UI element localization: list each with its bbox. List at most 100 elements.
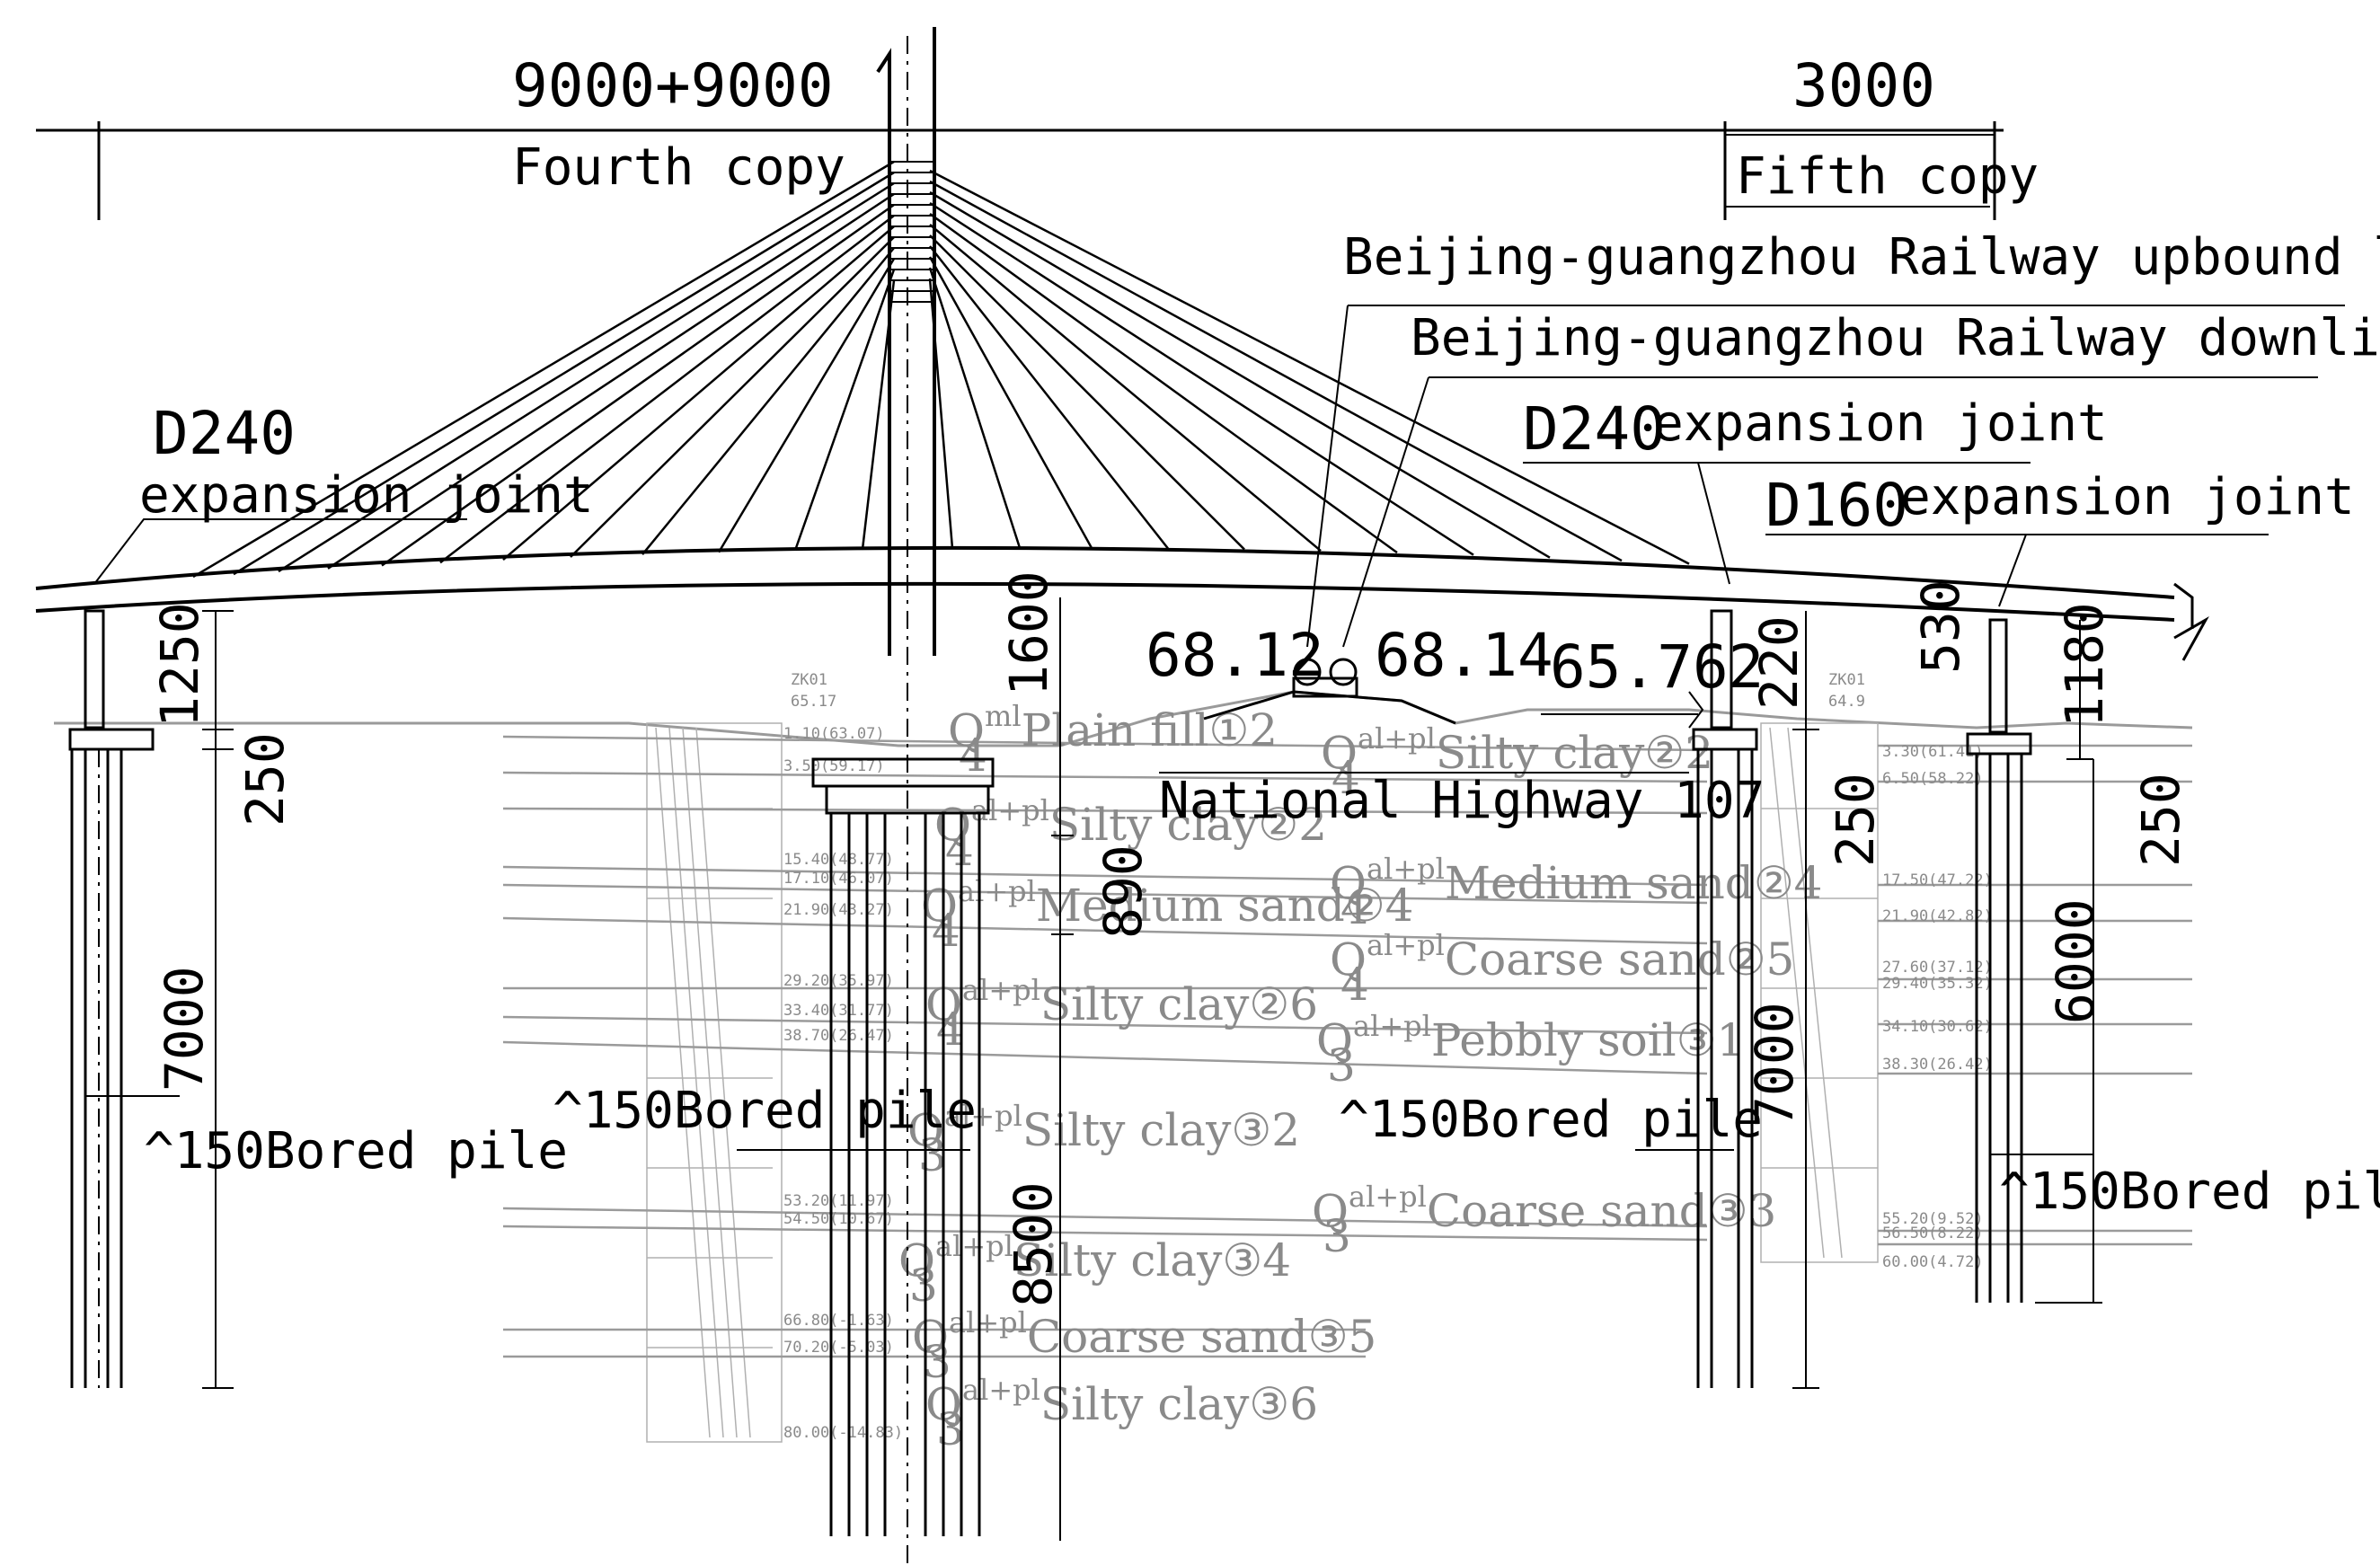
borehole-depth: 27.60(37.12) [1882, 959, 1993, 977]
stay-cable [929, 169, 1690, 565]
tower-pile-dim: 8500 [1003, 1181, 1064, 1307]
stay-cable [327, 192, 895, 570]
soil-layer-age-sub: 3 [1323, 1210, 1351, 1262]
soil-layer-label: Qal+plPebbly soil③1 [1316, 1009, 1745, 1066]
pile-right-label: ^150Bored pile [1999, 1163, 2380, 1221]
soil-layer-label: Qal+plMedium sand②4 [1330, 852, 1822, 909]
borehole-left-id: ZK01 [791, 671, 827, 689]
soil-layer-label: Qal+plCoarse sand③5 [912, 1305, 1376, 1363]
borehole-depth: 53.20(11.97) [783, 1192, 894, 1210]
borehole-depth: 33.40(31.77) [783, 1002, 894, 1020]
borehole-depth: 29.20(35.97) [783, 972, 894, 990]
pile-tower-label: ^150Bored pile [553, 1082, 977, 1140]
pier2-height-dim: 220 [1748, 615, 1809, 710]
joint-mid-text: expansion joint [1653, 394, 2108, 453]
stay-cable [502, 225, 895, 561]
pier-2 [1692, 609, 1758, 1388]
borehole-depth: 60.00(4.72) [1882, 1253, 1984, 1271]
joint-mid-code: D240 [1523, 394, 1666, 464]
left-span-label: Fourth copy [512, 138, 845, 197]
railway-embankment [1203, 305, 2345, 725]
joint-left-code: D240 [153, 399, 296, 468]
left-span-dim: 9000+9000 [512, 51, 834, 120]
borehole-depth: 17.50(47.22) [1882, 871, 1993, 889]
borehole-depth: 66.80(-1.63) [783, 1312, 894, 1330]
soil-layer-age-sub: 4 [959, 729, 987, 782]
borehole-depth: 1.10(63.07) [783, 725, 885, 743]
stay-cable [233, 171, 895, 576]
right-borehole-hatch [1760, 722, 1879, 1263]
borehole-depth: 17.10(46.07) [783, 870, 894, 888]
tower-height-dim: 1600 [998, 570, 1059, 696]
soil-layer-label: Qal+plSilty clay③4 [898, 1229, 1291, 1286]
bridge-deck [35, 545, 2209, 661]
soil-layer-label: QmlPlain fill①2 [948, 699, 1278, 756]
stay-cable [929, 245, 1169, 550]
soil-layer-age-sub: 4 [1340, 959, 1369, 1011]
railway-upbound-label: Beijing-guangzhou Railway upbound line [1343, 228, 2380, 287]
road-elevation: 65.762 [1550, 632, 1764, 702]
borehole-right-id: ZK01 [1828, 671, 1865, 689]
stay-cable [278, 181, 895, 573]
pile-mid-label: ^150Bored pile [1339, 1091, 1763, 1149]
joint-right-text: expansion joint [1900, 468, 2355, 526]
highway-label: National Highway 107 [1159, 772, 1765, 830]
stay-cable [929, 180, 1623, 562]
borehole-depth: 3.50(59.17) [783, 757, 885, 775]
borehole-depth: 55.20(9.52) [1882, 1210, 1984, 1228]
borehole-depth: 80.00(-14.83) [783, 1424, 903, 1442]
soil-layer-age-sub: 3 [1327, 1039, 1356, 1092]
soil-layer-label: Qal+plCoarse sand③3 [1312, 1180, 1776, 1237]
stay-cable [929, 224, 1322, 553]
strata-lines [502, 735, 2192, 1358]
pier-3 [1966, 618, 2032, 1303]
borehole-right-elev: 64.9 [1828, 693, 1865, 711]
stay-cable [929, 212, 1398, 554]
borehole-depth: 38.70(26.47) [783, 1027, 894, 1045]
borehole-left-elev: 65.17 [791, 693, 836, 711]
borehole-depth: 54.50(10.67) [783, 1210, 894, 1228]
soil-layer-age-sub: 4 [1332, 752, 1360, 804]
borehole-depth: 21.90(42.82) [1882, 907, 1993, 925]
soil-layer-label: Qal+plSilty clay②2 [1321, 721, 1713, 779]
borehole-depth: 29.40(35.32) [1882, 975, 1993, 993]
rail1-elevation: 68.12 [1146, 621, 1324, 690]
soil-layer-age-sub: 3 [909, 1260, 938, 1312]
stay-cable [928, 256, 1093, 549]
joint-left-text: expansion joint [139, 466, 594, 525]
pier2-pile-dim: 7000 [1744, 1002, 1805, 1127]
railway-downlink-label: Beijing-guangzhou Railway downlink [1411, 309, 2380, 367]
borehole-right-depths: 3.30(61.41)6.50(58.22)17.50(47.22)21.90(… [1882, 743, 1993, 1271]
soil-layer-label: Qal+plSilty clay②2 [934, 793, 1327, 851]
pier1-height-dim: 1250 [149, 602, 210, 728]
pier1-cap-dim: 250 [234, 732, 296, 827]
stay-cable [793, 269, 896, 552]
borehole-depth: 38.30(26.42) [1882, 1056, 1993, 1074]
tower-cap-dim: 890 [1093, 844, 1154, 939]
soil-layer-label: Qal+plSilty clay③6 [925, 1373, 1318, 1430]
pier1-pile-dim: 7000 [154, 966, 215, 1092]
stay-cable [192, 160, 895, 579]
stay-cable [929, 234, 1245, 551]
stay-cables [192, 160, 1690, 579]
stay-cable [641, 247, 895, 555]
soil-layer-age-sub: 4 [932, 905, 960, 957]
stay-cable [929, 190, 1551, 559]
stay-cable [928, 278, 954, 549]
stay-cable [439, 215, 895, 564]
joint-right-code: D160 [1765, 471, 1908, 540]
borehole-depth: 70.20(-5.03) [783, 1339, 894, 1357]
stay-cable [570, 236, 895, 558]
pier3-cap-dim: 250 [2130, 773, 2191, 867]
right-span-dim: 3000 [1792, 51, 1935, 120]
pier-1 [68, 609, 155, 1388]
soil-layer-age-sub: 4 [945, 824, 974, 876]
soil-layer-label: Qal+plMedium sand②4 [921, 874, 1413, 932]
right-span-label: Fifth copy [1736, 147, 2039, 206]
pier3-gap-dim: 530 [1910, 579, 1971, 674]
borehole-depth: 6.50(58.22) [1882, 770, 1984, 788]
stay-cable [928, 267, 1022, 549]
